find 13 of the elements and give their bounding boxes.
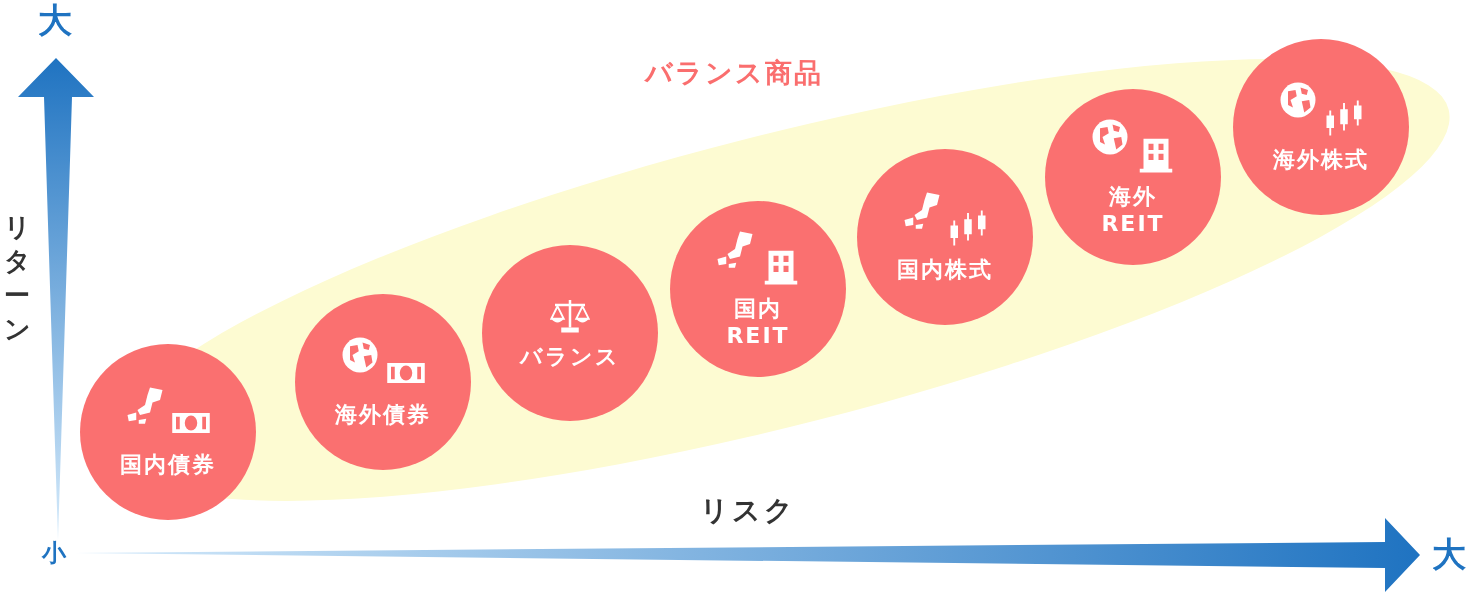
category-label: バランス: [520, 343, 620, 371]
category-label: 国内株式: [897, 256, 993, 284]
category-label: 海外株式: [1273, 146, 1369, 174]
axis-end-label: 大: [1432, 536, 1466, 574]
group-title: バランス商品: [645, 56, 823, 90]
axis-end-label: 小: [42, 540, 66, 567]
category-label: 海外債券: [335, 401, 431, 429]
category-label: 国内債券: [120, 451, 216, 479]
axis-title: リスク: [700, 496, 796, 527]
axis-end-label: 大: [38, 2, 72, 40]
category-label: 海外REIT: [1100, 182, 1166, 238]
axis-title: リターン: [2, 211, 32, 346]
category-label: 国内REIT: [725, 294, 791, 350]
